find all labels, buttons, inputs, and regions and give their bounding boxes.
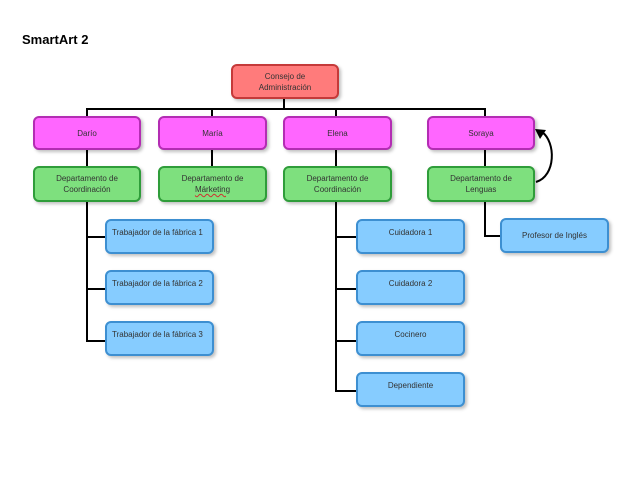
connector-soraya-dept (484, 149, 486, 167)
curved-arrow-icon (535, 129, 553, 183)
connector-managers-bar (86, 108, 486, 110)
node-elena: Elena (283, 116, 392, 150)
connector-soraya (484, 108, 486, 117)
node-trabajador-3: Trabajador de la fábrica 3 (105, 321, 214, 356)
connector-trab3 (86, 340, 106, 342)
dept-marketing-line1: Departamento de (181, 174, 244, 183)
connector-trab2 (86, 288, 106, 290)
node-dependiente: Dependiente (356, 372, 465, 407)
page-title: SmartArt 2 (22, 32, 89, 47)
connector-elena-dept (335, 149, 337, 167)
node-cocinero: Cocinero (356, 321, 465, 356)
connector-maria (211, 108, 213, 117)
connector-cuid1 (335, 236, 357, 238)
dept-marketing-line2: Márketing (194, 185, 231, 194)
node-dept-marketing: Departamento de Márketing (158, 166, 267, 202)
connector-profesor (484, 235, 501, 237)
node-trabajador-1: Trabajador de la fábrica 1 (105, 219, 214, 254)
connector-dario (86, 108, 88, 117)
node-trabajador-2: Trabajador de la fábrica 2 (105, 270, 214, 305)
connector-dependiente (335, 390, 357, 392)
connector-root-down (283, 98, 285, 109)
connector-maria-dept (211, 149, 213, 167)
connector-dario-dept (86, 149, 88, 167)
node-soraya: Soraya (427, 116, 535, 150)
connector-soraya-workers-trunk (484, 201, 486, 237)
connector-cuid2 (335, 288, 357, 290)
node-maria: María (158, 116, 267, 150)
connector-cocinero (335, 340, 357, 342)
node-dept-lenguas: Departamento de Lenguas (427, 166, 535, 202)
node-dept-coordinacion-elena: Departamento de Coordinación (283, 166, 392, 202)
connector-dario-workers-trunk (86, 201, 88, 341)
connector-elena (335, 108, 337, 117)
connector-elena-workers-trunk (335, 201, 337, 392)
node-profesor-ingles: Profesor de Inglés (500, 218, 609, 253)
node-dept-coordinacion-dario: Departamento de Coordinación (33, 166, 141, 202)
node-cuidadora-1: Cuidadora 1 (356, 219, 465, 254)
connector-trab1 (86, 236, 106, 238)
node-dario: Darío (33, 116, 141, 150)
node-consejo: Consejo de Administración (231, 64, 339, 99)
node-cuidadora-2: Cuidadora 2 (356, 270, 465, 305)
